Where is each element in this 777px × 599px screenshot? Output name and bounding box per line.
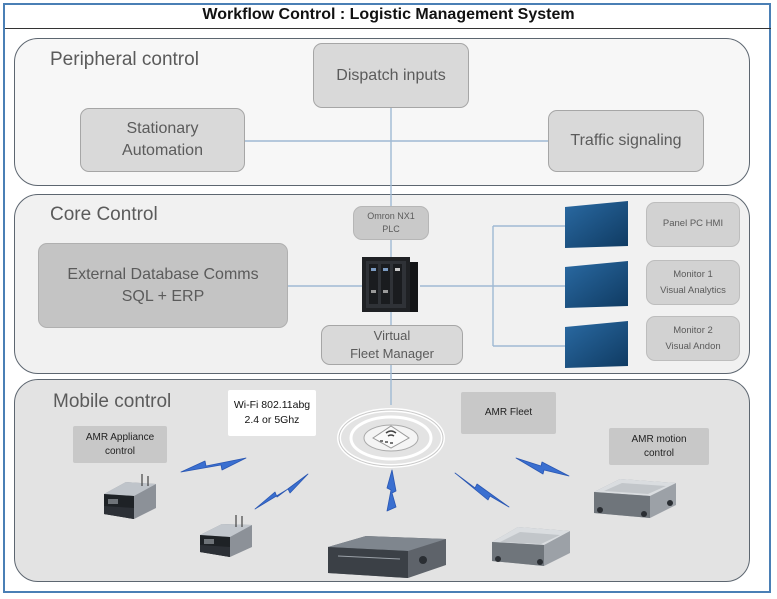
plc-box: Omron NX1 PLC xyxy=(353,206,429,240)
dispatch-inputs-box: Dispatch inputs xyxy=(313,43,469,108)
diagram-title: Workflow Control : Logistic Management S… xyxy=(202,6,575,23)
amr-appliance-callout: AMR Appliance control xyxy=(73,426,167,463)
peripheral-control-label: Peripheral control xyxy=(50,49,199,70)
amr-motion-callout: AMR motion control xyxy=(609,428,709,465)
stationary-automation-box: Stationary Automation xyxy=(80,108,245,172)
external-database-box: External Database Comms SQL + ERP xyxy=(38,243,288,328)
title-divider xyxy=(5,28,771,29)
wifi-spec-callout: Wi-Fi 802.11abg 2.4 or 5Ghz xyxy=(228,390,316,436)
fleet-manager-box: Virtual Fleet Manager xyxy=(321,325,463,365)
monitor-2-box: Monitor 2 Visual Andon xyxy=(646,316,740,361)
panel-pc-hmi-box: Panel PC HMI xyxy=(646,202,740,247)
mobile-control-label: Mobile control xyxy=(53,391,172,412)
traffic-signaling-box: Traffic signaling xyxy=(548,110,704,172)
core-control-label: Core Control xyxy=(50,204,158,225)
amr-fleet-callout: AMR Fleet xyxy=(461,392,556,434)
monitor-1-box: Monitor 1 Visual Analytics xyxy=(646,260,740,305)
